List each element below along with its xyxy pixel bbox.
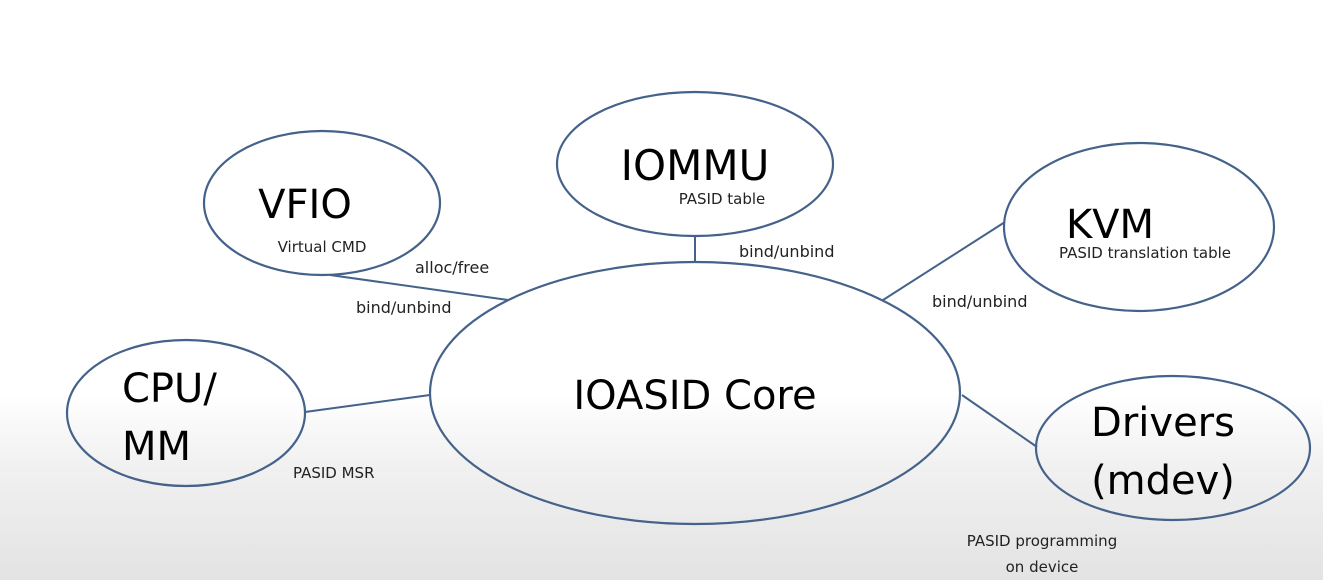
edge-kvm-core xyxy=(882,221,1006,301)
core-ellipse xyxy=(428,260,962,526)
vfio-subtitle: Virtual CMD xyxy=(278,238,367,256)
iommu-title: IOMMU xyxy=(621,141,770,190)
drivers-title-line1: Drivers xyxy=(1091,400,1235,446)
iommu-subtitle: PASID table xyxy=(679,190,766,208)
edge-label-vfio-bind: bind/unbind xyxy=(356,298,451,317)
edge-label-iommu-bind: bind/unbind xyxy=(739,242,834,261)
node-vfio: VFIO Virtual CMD xyxy=(202,129,442,277)
edge-cpu-core xyxy=(304,394,431,413)
node-cpu-mm: CPU/ MM xyxy=(65,338,307,488)
kvm-subtitle: PASID translation table xyxy=(1059,244,1231,262)
cpu-mm-title-line1: CPU/ xyxy=(122,366,217,412)
edge-label-cpu-msr: PASID MSR xyxy=(293,464,375,482)
iommu-ellipse xyxy=(555,90,835,238)
kvm-title: KVM xyxy=(1066,202,1154,248)
edge-label-drivers-line2: on device xyxy=(1006,558,1079,576)
cpu-mm-ellipse xyxy=(65,338,307,488)
vfio-title: VFIO xyxy=(258,182,352,228)
node-kvm: KVM PASID translation table xyxy=(1002,141,1276,313)
node-drivers: Drivers (mdev) xyxy=(1034,374,1312,522)
cpu-mm-title-line2: MM xyxy=(122,424,191,470)
edge-drivers-core xyxy=(961,394,1038,448)
node-iommu: IOMMU PASID table xyxy=(555,90,835,238)
edge-label-vfio-alloc: alloc/free xyxy=(415,258,489,277)
vfio-ellipse xyxy=(202,129,442,277)
node-ioasid-core: IOASID Core xyxy=(428,260,962,526)
drivers-ellipse xyxy=(1034,374,1312,522)
core-title: IOASID Core xyxy=(573,373,816,419)
drivers-title-line2: (mdev) xyxy=(1091,458,1235,504)
edge-label-kvm-bind: bind/unbind xyxy=(932,292,1027,311)
edge-label-drivers-line1: PASID programming xyxy=(967,532,1117,550)
edge-vfio-core xyxy=(329,274,509,301)
kvm-ellipse xyxy=(1002,141,1276,313)
